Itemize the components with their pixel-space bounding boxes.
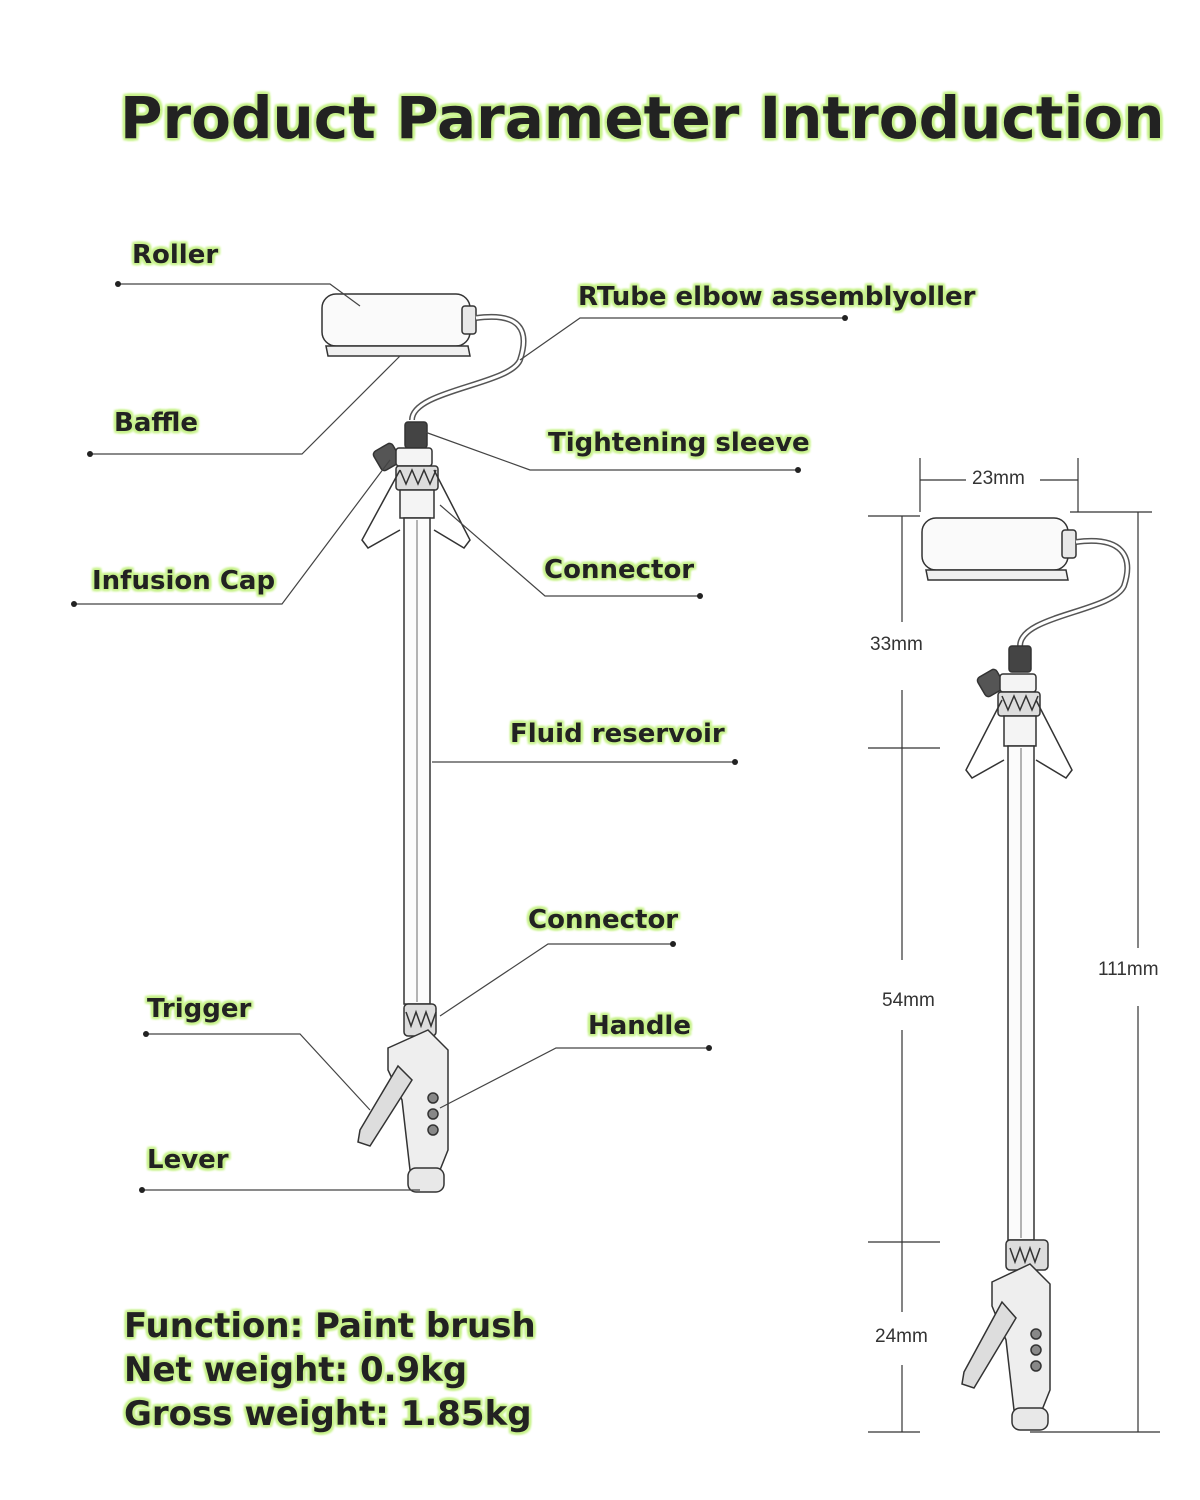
trigger-shape	[357, 1064, 413, 1147]
tightening-sleeve-shape	[404, 421, 428, 449]
label-baffle: Baffle	[114, 408, 199, 438]
label-connector-top: Connector	[544, 555, 695, 585]
label-tightening-sleeve: Tightening sleeve	[548, 428, 810, 458]
dim-head-height: 33mm	[870, 634, 923, 655]
roller-shape	[321, 293, 471, 347]
dimension-lines	[868, 458, 1160, 1433]
label-tube-elbow: RTube elbow assemblyoller	[578, 282, 976, 312]
label-lever: Lever	[147, 1145, 229, 1175]
page-title: Product Parameter Introduction	[120, 84, 1165, 152]
dim-handle-height: 24mm	[875, 1326, 928, 1347]
lever-shape	[407, 1167, 445, 1193]
label-fluid-reservoir: Fluid reservoir	[510, 719, 725, 749]
left-tool-drawing	[321, 293, 527, 1193]
dim-tube-height: 54mm	[882, 990, 935, 1011]
label-trigger: Trigger	[147, 994, 252, 1024]
spec-gross-weight: Gross weight: 1.85kg	[124, 1394, 532, 1434]
label-handle: Handle	[588, 1011, 691, 1041]
label-connector-bottom: Connector	[528, 905, 679, 935]
baffle-shape	[325, 345, 471, 357]
right-tool-drawing	[921, 517, 1131, 1431]
label-infusion-cap: Infusion Cap	[92, 566, 276, 596]
spec-function: Function: Paint brush	[124, 1306, 536, 1346]
spec-net-weight: Net weight: 0.9kg	[124, 1350, 468, 1390]
label-roller: Roller	[132, 240, 219, 270]
dim-total-height: 111mm	[1098, 959, 1159, 980]
leader-lines	[74, 283, 845, 1191]
dim-roller-width: 23mm	[972, 468, 1025, 489]
